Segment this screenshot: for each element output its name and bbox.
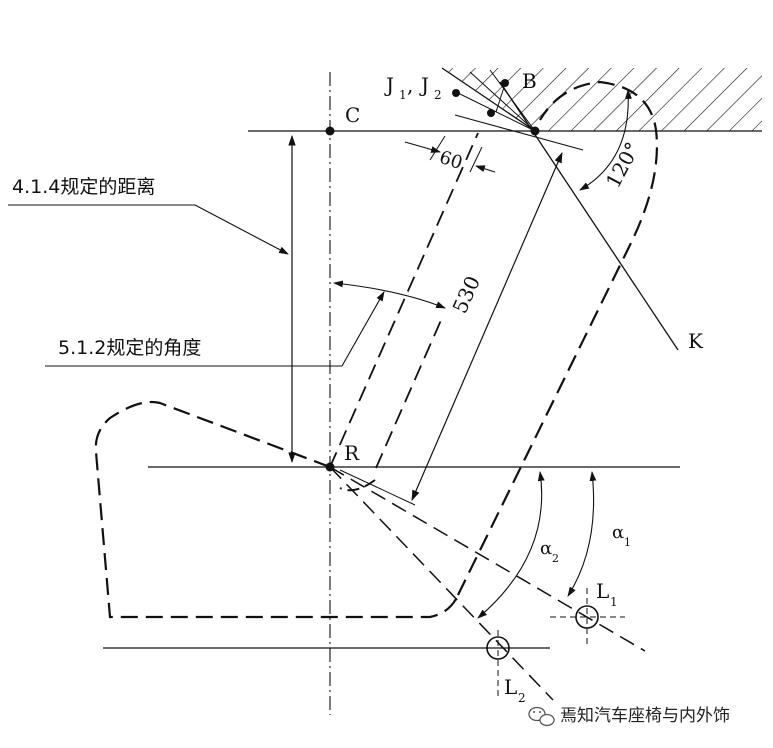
point-top-dot: [501, 79, 509, 87]
construction-line-1: [469, 71, 536, 132]
alpha2-label: α: [540, 538, 552, 559]
construction-line-4: [495, 83, 506, 113]
point-j2-label: J: [419, 73, 429, 97]
angle-120-arc: [579, 89, 632, 191]
torso-line-inner: [375, 317, 443, 469]
point-b-dot: [530, 126, 540, 136]
angle-callout-label: 5.1.2规定的角度: [58, 337, 201, 359]
watermark: 焉知汽车座椅与内外饰: [528, 706, 730, 727]
seat-cushion-outline: [94, 400, 460, 619]
seat-back-inner-outline: [339, 479, 376, 492]
construction-line-3: [489, 69, 536, 132]
dimension-60-arrow-right: [475, 165, 496, 173]
dimension-530-label: 530: [448, 272, 485, 317]
leg-line-l2: [329, 466, 554, 701]
point-r-label: R: [344, 441, 360, 465]
watermark-text: 焉知汽车座椅与内外饰: [560, 706, 730, 726]
point-j1-label: J: [384, 73, 394, 97]
point-l1-label: L: [596, 579, 609, 603]
point-l2-subscript: 2: [518, 691, 526, 705]
alpha1-arc: [567, 471, 597, 597]
dimension-530-arrow: [411, 152, 563, 501]
point-j2-subscript: 2: [434, 88, 442, 102]
distance-callout-label: 4.1.4规定的距离: [12, 176, 155, 198]
angle-120-label: 120°: [601, 138, 645, 192]
dimension-530-extension: [339, 469, 416, 506]
point-j1-subscript: 1: [399, 88, 407, 102]
point-j-separator: ,: [407, 73, 413, 97]
point-l2-marker: [486, 630, 510, 700]
dimension-60-tick-right: [469, 146, 483, 173]
point-c-label: C: [345, 103, 360, 127]
point-k-label: K: [688, 329, 704, 353]
alpha2-subscript: 2: [552, 552, 559, 565]
point-j2-dot: [487, 109, 495, 117]
tangent-line-b: [454, 114, 584, 151]
distance-callout-leader: [194, 204, 289, 255]
seat-back-outline: [457, 80, 659, 596]
point-l2-label: L: [504, 675, 517, 699]
alpha1-subscript: 1: [624, 536, 631, 549]
hatched-roof-block: [441, 67, 762, 132]
dimension-60-arrow-left: [404, 141, 441, 153]
alpha1-label: α: [612, 522, 624, 543]
angle-callout-leader: [341, 291, 385, 367]
point-l1-marker: [550, 588, 625, 648]
point-c-dot: [325, 126, 335, 136]
point-j1-dot: [452, 89, 460, 97]
wechat-icon: [528, 706, 555, 727]
leg-line-l1: [329, 466, 646, 652]
point-r-dot: [325, 462, 335, 472]
point-l1-subscript: 1: [610, 595, 618, 609]
alpha2-arc: [477, 471, 545, 619]
point-b-label: B: [522, 69, 537, 93]
torso-angle-arc: [333, 280, 446, 309]
